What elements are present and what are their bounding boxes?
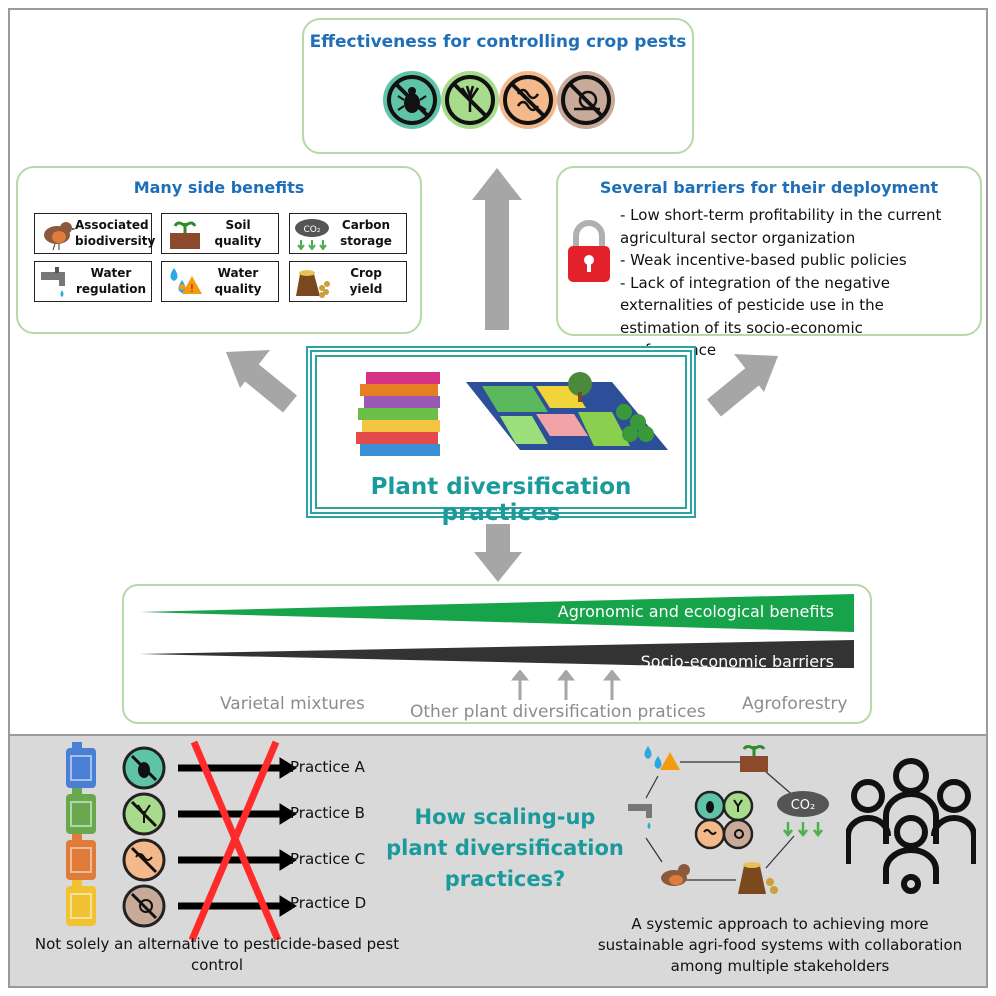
- question-line: practices?: [444, 867, 566, 891]
- side-benefits-title: Many side benefits: [133, 178, 305, 197]
- no-beetle-icon: [383, 71, 441, 129]
- red-cross-mark: [188, 740, 282, 940]
- soil-seedling-icon: [170, 221, 200, 249]
- right-caption: A systemic approach to achieving more su…: [597, 915, 963, 975]
- soil-seedling-icon: [740, 745, 768, 772]
- co2-cloud-icon: CO₂: [777, 791, 829, 838]
- benefit-label-line1: Water: [90, 266, 132, 280]
- svg-text:!: !: [190, 282, 194, 295]
- books-stack-icon: [356, 372, 440, 456]
- benefit-label-line2: yield: [349, 282, 383, 296]
- blue-jerrycan-icon: [66, 742, 96, 788]
- grain-sack-icon: [296, 270, 330, 298]
- barriers-label: Socio-economic barriers: [640, 652, 834, 671]
- small-up-arrows: [510, 670, 622, 700]
- benefit-soil-quality: Soil quality: [161, 213, 279, 254]
- scaling-question: How scaling-up plant diversification pra…: [380, 802, 630, 895]
- agroforestry-label: Agroforestry: [742, 694, 848, 714]
- gradient-box: Agronomic and ecological benefits Socio-…: [122, 584, 872, 724]
- benefits-label: Agronomic and ecological benefits: [557, 602, 834, 621]
- benefit-label-line2: quality: [214, 234, 262, 248]
- center-box: Plant diversification practices: [306, 346, 696, 526]
- orange-jerrycan-icon: [66, 834, 96, 880]
- robin-bird-icon: [661, 864, 690, 886]
- practice-d-label: Practice D: [290, 894, 367, 912]
- effectiveness-title: Effectiveness for controlling crop pests: [309, 32, 687, 52]
- no-weed-icon: [722, 790, 754, 822]
- stakeholders-group-icon: [846, 758, 976, 894]
- robin-bird-icon: [44, 222, 75, 251]
- co2-label: CO₂: [791, 798, 816, 813]
- question-line: plant diversification: [386, 836, 624, 860]
- left-caption: Not solely an alternative to pesticide-b…: [34, 935, 400, 974]
- benefits-wedge: [140, 594, 854, 632]
- systemic-network-graphic: [628, 745, 797, 894]
- benefit-associated-biodiversity: Associated biodiversity: [34, 213, 156, 254]
- question-line: How scaling-up: [414, 805, 596, 829]
- center-title: Plant diversification practices: [370, 474, 632, 526]
- no-worm-icon: [499, 71, 557, 129]
- benefit-label-line2: regulation: [75, 282, 147, 296]
- no-weed-icon: [122, 792, 166, 836]
- water-drops-warning-icon: [644, 746, 680, 770]
- side-benefits-box: Many side benefits Associated biodiversit…: [16, 166, 422, 334]
- pesticide-practices-graphic: [66, 740, 297, 940]
- pest-icons-row: [383, 71, 615, 129]
- no-snail-icon: [722, 818, 754, 850]
- practice-c-label: Practice C: [290, 850, 366, 868]
- svg-text:CO₂: CO₂: [304, 225, 321, 235]
- bottom-panel: Practice A Practice B Practice C Practic…: [8, 734, 988, 988]
- barriers-list: - Low short-term profitability in the cu…: [620, 204, 960, 362]
- benefit-label-line1: Carbon: [341, 218, 391, 232]
- varietal-mixtures-label: Varietal mixtures: [220, 694, 365, 714]
- other-practices-label: Other plant diversification pratices: [410, 702, 706, 722]
- practice-b-label: Practice B: [290, 804, 365, 822]
- no-weed-icon: [441, 71, 499, 129]
- no-worm-icon: [694, 818, 726, 850]
- barriers-title: Several barriers for their deployment: [599, 178, 939, 197]
- barriers-wedge: [140, 640, 854, 668]
- benefit-label-line1: Associated: [75, 218, 149, 232]
- landscape-fields-icon: [466, 372, 668, 450]
- benefit-label-line2: storage: [340, 234, 392, 248]
- water-tap-icon: [628, 804, 652, 829]
- benefit-label-line1: Soil: [225, 218, 251, 232]
- barriers-box: Several barriers for their deployment - …: [556, 166, 982, 359]
- benefit-water-regulation: Water regulation: [34, 261, 152, 302]
- no-worm-icon: [122, 838, 166, 882]
- water-tap-icon: [41, 267, 65, 297]
- no-beetle-icon: [122, 746, 166, 790]
- benefit-carbon-storage: CO₂ Carbon storage: [289, 213, 407, 254]
- water-drops-warning-icon: !: [170, 268, 202, 295]
- benefit-label-line2: biodiversity: [75, 234, 156, 248]
- benefit-label-line2: quality: [214, 282, 262, 296]
- benefit-label-line1: Water: [217, 266, 259, 280]
- benefit-water-quality: ! Water quality: [161, 261, 279, 302]
- barrier-item: - Low short-term profitability in the cu…: [620, 206, 942, 247]
- gradient-wedges: [140, 594, 854, 668]
- barrier-item: - Lack of integration of the negative ex…: [620, 273, 891, 360]
- no-snail-icon: [557, 71, 615, 129]
- yellow-jerrycan-icon: [66, 880, 96, 926]
- practice-a-label: Practice A: [290, 758, 365, 776]
- benefit-label-line1: Crop: [350, 266, 382, 280]
- barrier-item: - Weak incentive-based public policies: [620, 251, 907, 269]
- no-beetle-icon: [694, 790, 726, 822]
- effectiveness-box: Effectiveness for controlling crop pests: [302, 18, 694, 154]
- grain-sack-icon: [738, 862, 778, 894]
- red-padlock-icon: [568, 220, 610, 282]
- benefit-crop-yield: Crop yield: [289, 261, 407, 302]
- co2-cloud-icon: CO₂: [295, 219, 329, 251]
- no-snail-icon: [122, 884, 166, 928]
- green-jerrycan-icon: [66, 788, 96, 834]
